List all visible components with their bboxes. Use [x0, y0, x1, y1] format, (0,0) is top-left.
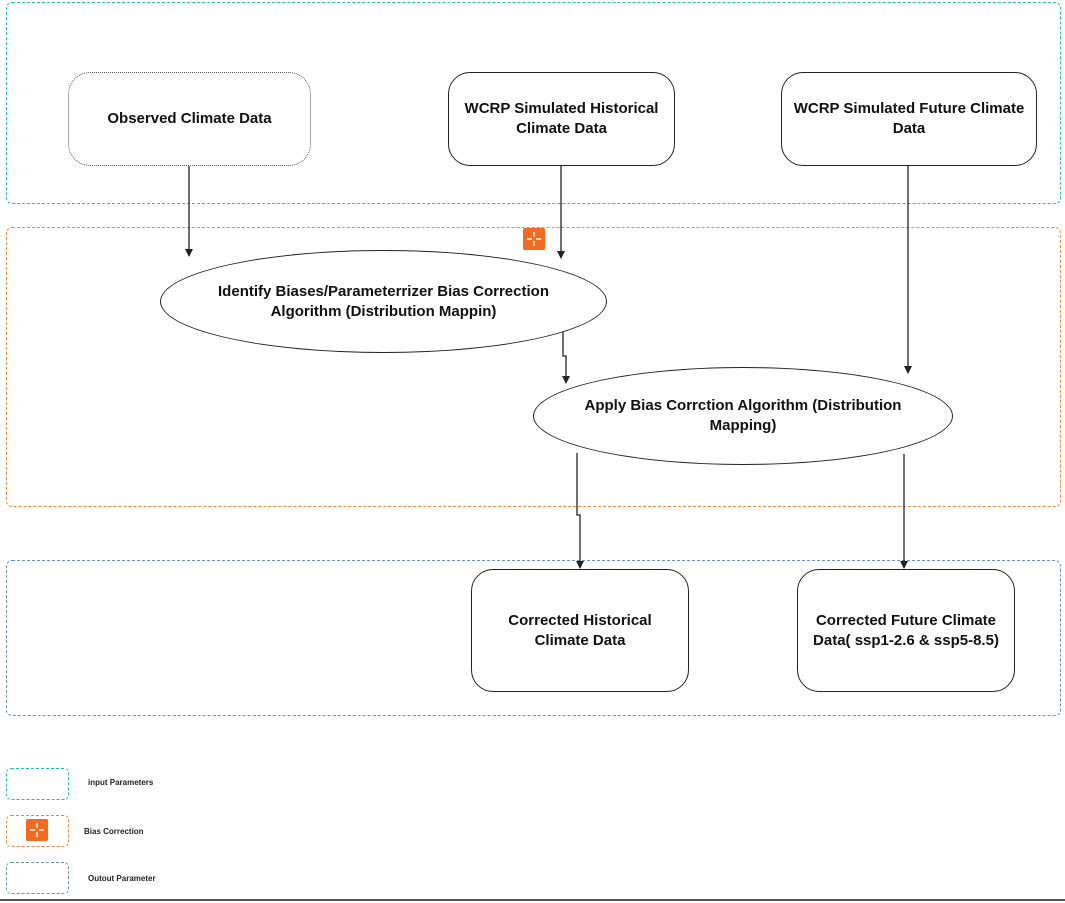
observed-climate-data-node: Observed Climate Data: [68, 72, 311, 166]
legend-input-swatch: [6, 768, 69, 800]
bottom-border-line: [0, 899, 1065, 901]
legend-bias-label: Bias Correction: [84, 827, 144, 836]
input-parameters-group: [6, 2, 1061, 204]
bias-correction-group: [6, 227, 1061, 507]
apply-bias-correction-node: Apply Bias Corrction Algorithm (Distribu…: [533, 367, 953, 465]
identify-biases-node: Identify Biases/Parameterrizer Bias Corr…: [160, 250, 607, 353]
corrected-historical-node: Corrected Historical Climate Data: [471, 569, 689, 692]
legend-bias-swatch: [6, 815, 69, 847]
bias-correction-icon: [523, 228, 545, 250]
legend-output-swatch: [6, 862, 69, 894]
legend-input-label: input Parameters: [88, 778, 154, 787]
legend-output-label: Outout Parameter: [88, 874, 156, 883]
wcrp-historical-data-node: WCRP Simulated Historical Climate Data: [448, 72, 675, 166]
corrected-future-node: Corrected Future Climate Data( ssp1-2.6 …: [797, 569, 1015, 692]
wcrp-future-data-node: WCRP Simulated Future Climate Data: [781, 72, 1037, 166]
output-parameter-group: [6, 560, 1061, 716]
legend-bias-icon: [26, 819, 48, 841]
